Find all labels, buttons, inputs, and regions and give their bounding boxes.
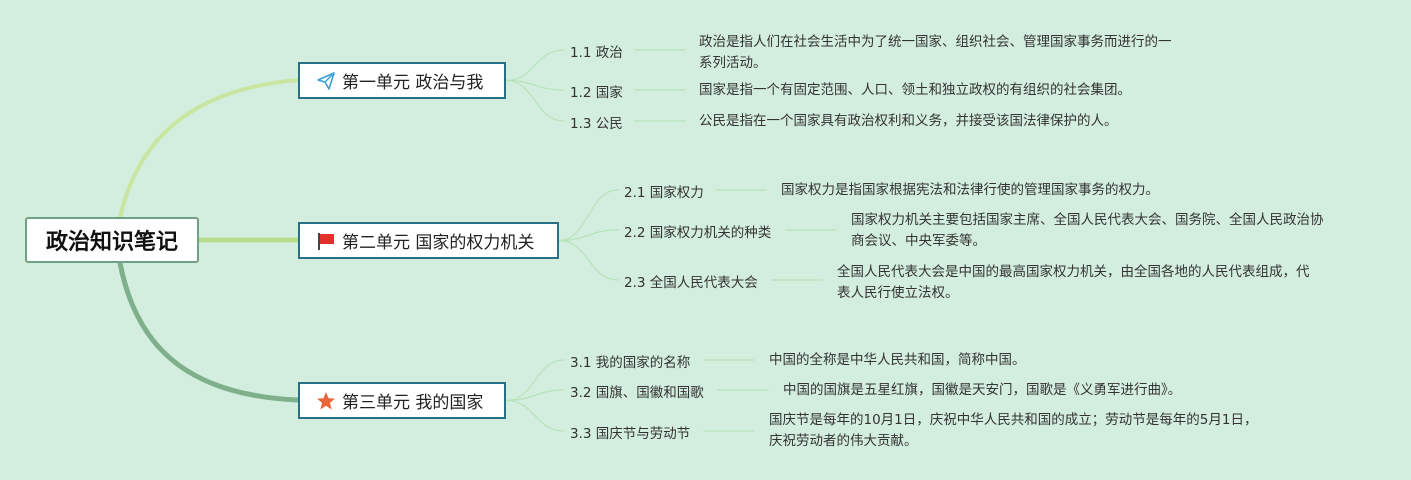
star-icon (317, 391, 335, 409)
unit-title: 第一单元 政治与我 (342, 73, 484, 93)
unit-title: 第二单元 国家的权力机关 (342, 233, 535, 253)
subtopic-description: 全国人民代表大会是中国的最高国家权力机关，由全国各地的人民代表组成，代表人民行使… (837, 262, 1310, 304)
subtopic-description: 公民是指在一个国家具有政治权利和义务，并接受该国法律保护的人。 (699, 111, 1118, 132)
paper-plane-icon (317, 71, 335, 90)
root-topic[interactable]: 政治知识笔记 (25, 217, 199, 263)
sub-connector (505, 359, 565, 402)
sub-connector (505, 79, 565, 91)
description-line: 商会议、中央军委等。 (851, 233, 986, 249)
description-line: 国家权力机关主要包括国家主席、全国人民代表大会、国务院、全国人民政治协 (851, 212, 1324, 228)
description-line: 国庆节是每年的10月1日，庆祝中华人民共和国的成立；劳动节是每年的5月1日， (769, 412, 1258, 428)
unit-topic-2[interactable]: 第二单元 国家的权力机关 (298, 222, 559, 259)
subtopic-label[interactable]: 3.1 我的国家的名称 (570, 355, 691, 371)
description-line: 国家权力是指国家根据宪法和法律行使的管理国家事务的权力。 (781, 182, 1159, 198)
description-line: 中国的全称是中华人民共和国，简称中国。 (769, 352, 1026, 368)
root-title: 政治知识笔记 (45, 230, 178, 255)
subtopic-label[interactable]: 2.2 国家权力机关的种类 (624, 225, 772, 241)
sub-connector (558, 239, 619, 281)
subtopic-label[interactable]: 1.2 国家 (570, 85, 623, 101)
sub-connector (558, 229, 619, 242)
subtopic-label[interactable]: 2.1 国家权力 (624, 185, 704, 201)
red-flag-icon (318, 232, 334, 250)
sub-connector (505, 79, 565, 122)
description-line: 公民是指在一个国家具有政治权利和义务，并接受该国法律保护的人。 (699, 113, 1118, 129)
description-line: 系列活动。 (699, 55, 767, 71)
subtopic-description: 中国的国旗是五星红旗，国徽是天安门，国歌是《义勇军进行曲》。 (783, 380, 1181, 401)
sub-connector (505, 399, 565, 432)
subtopic-label[interactable]: 2.3 全国人民代表大会 (624, 275, 758, 291)
description-line: 中国的国旗是五星红旗，国徽是天安门，国歌是《义勇军进行曲》。 (783, 382, 1182, 398)
sub-connector (505, 49, 565, 82)
subtopic-label[interactable]: 3.3 国庆节与劳动节 (570, 426, 691, 442)
subtopic-description: 国家权力是指国家根据宪法和法律行使的管理国家事务的权力。 (781, 180, 1159, 201)
sub-connector (505, 389, 565, 402)
subtopic-description: 中国的全称是中华人民共和国，简称中国。 (769, 350, 1026, 371)
sub-connector (558, 189, 619, 242)
unit-topic-3[interactable]: 第三单元 我的国家 (298, 382, 506, 419)
subtopic-description: 政治是指人们在社会生活中为了统一国家、组织社会、管理国家事务而进行的一系列活动。 (699, 32, 1172, 74)
subtopic-label[interactable]: 3.2 国旗、国徽和国歌 (570, 385, 704, 401)
unit-title: 第三单元 我的国家 (342, 393, 484, 413)
branch-connector-3 (117, 260, 301, 403)
unit-topic-1[interactable]: 第一单元 政治与我 (298, 62, 506, 99)
branch-connector-1 (118, 78, 300, 220)
subtopic-label[interactable]: 1.1 政治 (570, 45, 623, 61)
description-line: 表人民行使立法权。 (837, 285, 959, 301)
subtopic-label[interactable]: 1.3 公民 (570, 116, 623, 132)
subtopic-description: 国庆节是每年的10月1日，庆祝中华人民共和国的成立；劳动节是每年的5月1日， 庆祝… (769, 410, 1257, 452)
description-line: 全国人民代表大会是中国的最高国家权力机关，由全国各地的人民代表组成，代 (837, 264, 1310, 280)
description-line: 国家是指一个有固定范围、人口、领土和独立政权的有组织的社会集团。 (699, 82, 1131, 98)
subtopic-description: 国家权力机关主要包括国家主席、全国人民代表大会、国务院、全国人民政治协商会议、中… (851, 210, 1324, 252)
description-line: 政治是指人们在社会生活中为了统一国家、组织社会、管理国家事务而进行的一 (699, 34, 1172, 50)
description-line: 庆祝劳动者的伟大贡献。 (769, 433, 918, 449)
subtopic-description: 国家是指一个有固定范围、人口、领土和独立政权的有组织的社会集团。 (699, 80, 1131, 101)
